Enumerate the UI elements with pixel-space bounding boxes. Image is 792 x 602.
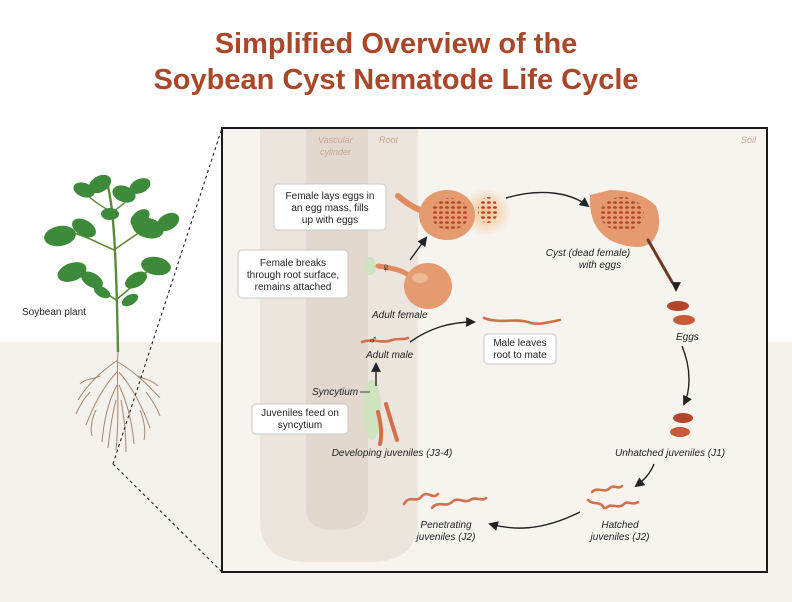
callout-male-leaves: Male leaves root to mate — [483, 333, 557, 365]
callout-breaks-line-2: through root surface, — [247, 270, 339, 281]
syncytium-blob — [363, 380, 381, 440]
plant-leaves — [44, 174, 180, 307]
adult-male-nematode — [360, 336, 410, 344]
stage-unhatched: Unhatched juveniles (J1) — [615, 448, 725, 459]
stage-syncytium: Syncytium — [312, 387, 358, 398]
life-cycle-arrows — [360, 191, 692, 531]
male-leaving-nematode — [482, 316, 562, 325]
cyst-with-eggs — [589, 190, 674, 284]
stage-developing: Developing juveniles (J3-4) — [332, 448, 453, 459]
zone-label-vascular-1: Vascular — [318, 135, 354, 145]
stage-cyst-line-1: Cyst (dead female) — [546, 248, 630, 259]
zone-label-soil: Soil — [741, 135, 757, 145]
callout-lays-eggs: Female lays eggs in an egg mass, fills u… — [273, 183, 387, 231]
callout-breaks-line-3: remains attached — [255, 282, 332, 293]
stage-hatched-line-2: juveniles (J2) — [589, 532, 650, 543]
title-line-1: Simplified Overview of the — [214, 28, 578, 60]
stage-cyst-line-2: with eggs — [579, 260, 621, 271]
female-symbol: ♀ — [381, 260, 391, 275]
male-symbol: ♂ — [368, 332, 378, 347]
syncytium-blob-upper — [364, 257, 376, 275]
zone-label-vascular-2: cylinder — [320, 147, 352, 157]
callout-feed-line-2: syncytium — [278, 420, 322, 431]
stage-hatched-line-1: Hatched — [601, 520, 639, 531]
eggs-illustration — [667, 301, 695, 325]
title-line-2: Soybean Cyst Nematode Life Cycle — [153, 64, 639, 96]
penetrating-juveniles-illustration — [402, 492, 488, 510]
soybean-plant-illustration: Soybean plant — [22, 174, 180, 453]
stage-eggs: Eggs — [676, 332, 699, 343]
plant-roots — [75, 351, 161, 453]
zoom-line-top — [112, 127, 223, 465]
hatched-juveniles-illustration — [586, 484, 640, 510]
callout-breaks-line-1: Female breaks — [260, 258, 326, 269]
developing-juvenile-2 — [384, 402, 399, 442]
callout-juveniles-feed: Juveniles feed on syncytium — [251, 403, 349, 435]
stage-adult-female: Adult female — [371, 310, 428, 321]
callout-male-leaves-line-2: root to mate — [493, 350, 547, 361]
stage-penetrating-line-1: Penetrating — [420, 520, 472, 531]
callout-lays-eggs-line-1: Female lays eggs in — [286, 191, 375, 202]
developing-juvenile-1 — [376, 410, 384, 446]
zoom-panel: Vascular cylinder Root Soil — [221, 127, 768, 573]
callout-breaks-through: Female breaks through root surface, rema… — [237, 249, 349, 299]
zoom-line-bottom — [112, 463, 223, 573]
callout-male-leaves-line-1: Male leaves — [493, 338, 546, 349]
callout-lays-eggs-line-3: up with eggs — [302, 215, 358, 226]
stage-adult-male: Adult male — [365, 350, 414, 361]
unhatched-juveniles-illustration — [670, 413, 693, 437]
callout-feed-line-1: Juveniles feed on — [261, 408, 339, 419]
stage-penetrating-line-2: juveniles (J2) — [415, 532, 476, 543]
zone-label-root: Root — [379, 135, 399, 145]
egg-laying-female — [395, 188, 512, 240]
plant-label: Soybean plant — [22, 307, 86, 318]
callout-lays-eggs-line-2: an egg mass, fills — [291, 203, 368, 214]
adult-female-nematode — [375, 263, 452, 309]
